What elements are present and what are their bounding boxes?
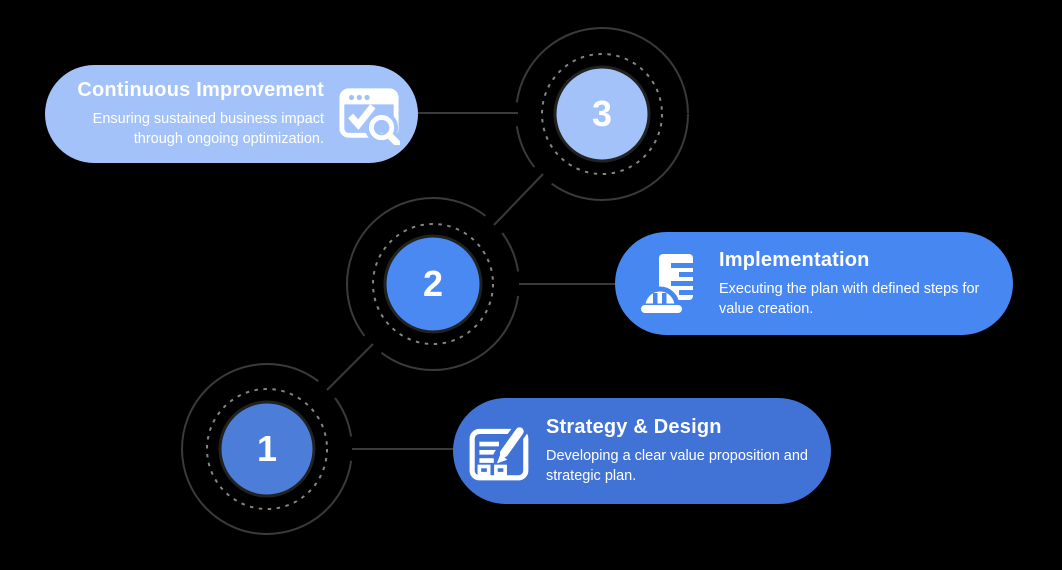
node1-outer-ring [181, 363, 353, 535]
step-1-card: Strategy & Design Developing a clear val… [453, 398, 831, 504]
node3-dashed-ring [541, 53, 663, 175]
connector-lines [326, 112, 616, 450]
dashed-rings [206, 53, 663, 510]
step-1-title: Strategy & Design [546, 416, 722, 438]
browser-check-search-icon [339, 88, 400, 145]
node3-outer-ring [515, 27, 689, 201]
construction-plan-hardhat-icon [640, 253, 693, 313]
document-pen-icon [469, 421, 529, 481]
step-2-title: Implementation [719, 248, 870, 271]
connector-node3-to-node2 [493, 173, 544, 226]
node1-dashed-ring [206, 388, 328, 510]
step-2-description: Executing the plan with defined steps fo… [719, 280, 980, 317]
connector-node2-to-node1 [326, 343, 374, 391]
node3-circle [553, 65, 651, 163]
node2-circle [383, 234, 483, 334]
step-3-description: Ensuring sustained business impact throu… [92, 111, 324, 147]
step-2-card: Implementation Executing the plan with d… [615, 232, 1013, 335]
step-3-card: Continuous Improvement Ensuring sustaine… [45, 65, 418, 163]
node2-outer-ring [346, 197, 520, 371]
node2-dashed-ring [372, 223, 494, 345]
step-1-description: Developing a clear value proposition and… [546, 448, 808, 484]
outer-rings [181, 27, 689, 535]
node1-circle [218, 400, 316, 498]
step-3-title: Continuous Improvement [77, 79, 324, 101]
